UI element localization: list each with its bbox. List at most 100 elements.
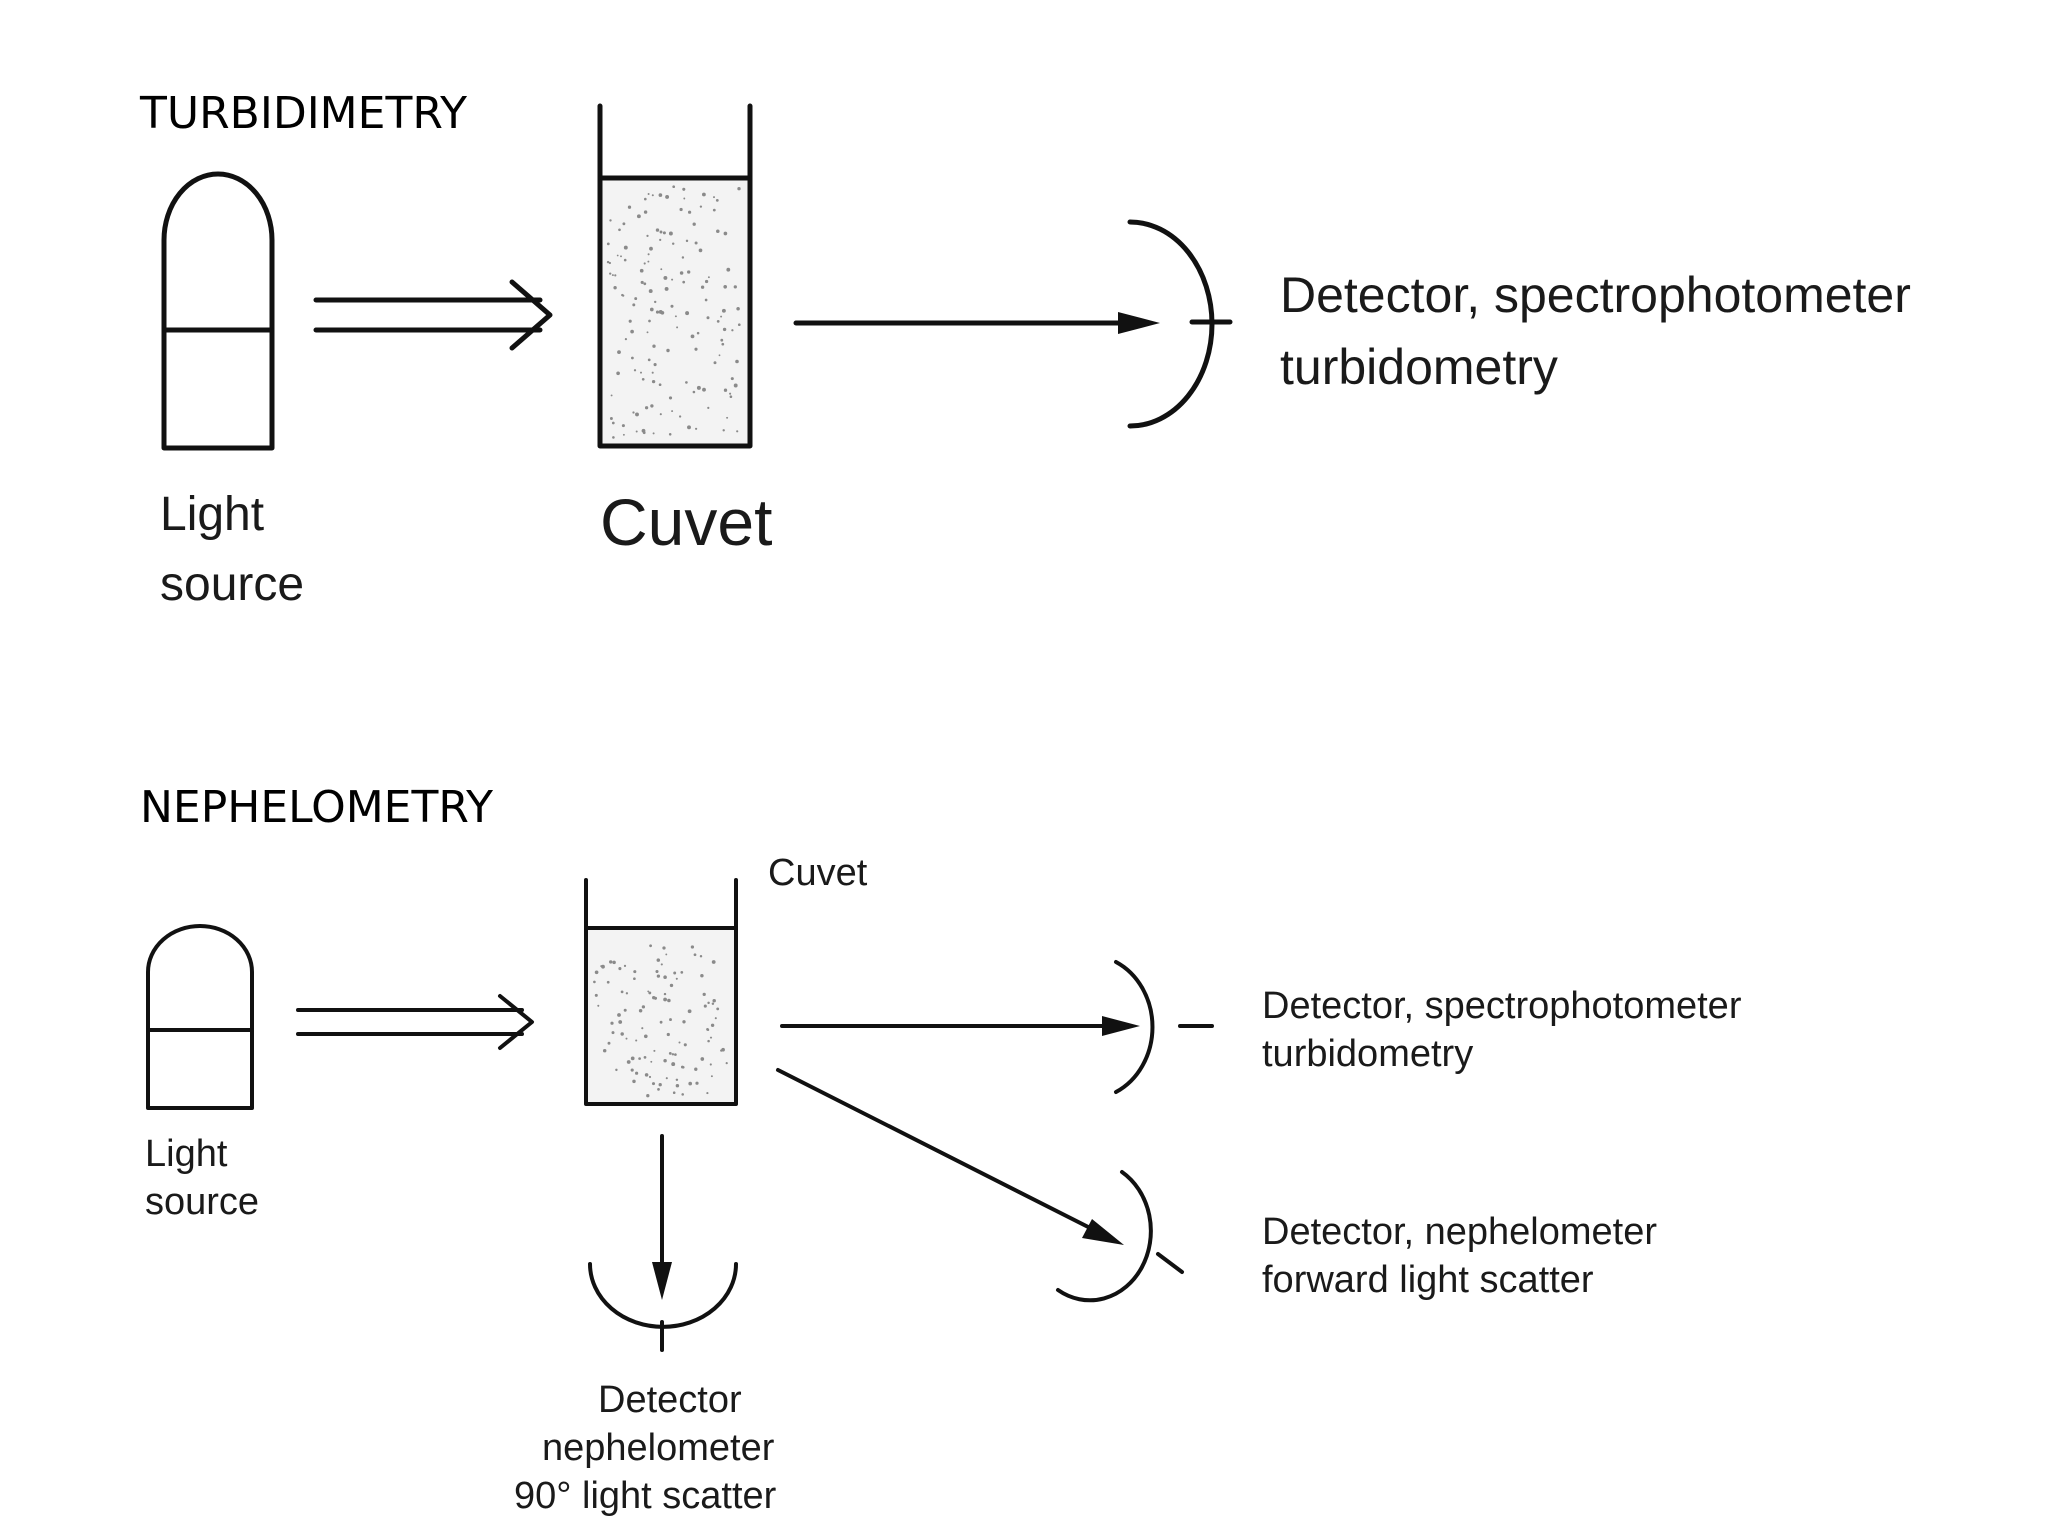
sample-particle	[687, 1009, 692, 1014]
sample-particle	[693, 953, 697, 957]
sample-particle	[600, 965, 603, 968]
sample-particle	[669, 1018, 672, 1022]
sample-particle	[613, 286, 617, 290]
sample-particle	[700, 973, 704, 978]
sample-particle	[664, 286, 669, 291]
sample-particle	[735, 359, 739, 364]
sample-particle	[731, 329, 734, 332]
sample-particle	[623, 245, 628, 250]
turbidimetry-light-source-label-line2: source	[160, 558, 304, 611]
sample-particle	[704, 298, 708, 302]
turbidimetry-incident-beam-arrow	[313, 279, 553, 351]
sample-particle	[706, 1092, 709, 1095]
sample-particle	[721, 308, 726, 313]
sample-particle	[635, 430, 638, 433]
sample-particle	[682, 280, 686, 284]
sample-particle	[690, 334, 695, 339]
sample-particle	[622, 222, 626, 226]
sample-particle	[623, 1008, 627, 1012]
sample-particle	[736, 307, 740, 311]
sample-particle	[725, 1062, 728, 1065]
sample-particle	[621, 424, 625, 428]
sample-particle	[594, 970, 599, 975]
sample-particle	[700, 285, 705, 289]
sample-particle	[720, 315, 723, 318]
sample-particle	[663, 992, 667, 996]
sample-particle	[711, 1002, 715, 1005]
sample-particle	[647, 193, 650, 195]
sample-particle	[632, 1079, 636, 1084]
sample-particle	[646, 234, 649, 238]
nephelometry-turbidimetry-detector-label-line2: turbidometry	[1262, 1033, 1473, 1075]
sample-particle	[630, 329, 634, 334]
sample-particle	[627, 205, 632, 209]
nephelometry-90-detector-label-line2: nephelometer	[542, 1427, 775, 1469]
turbidimetry-cuvet-label: Cuvet	[600, 485, 772, 559]
sample-particle	[682, 1020, 686, 1024]
sample-particle	[680, 971, 684, 974]
sample-particle	[618, 967, 622, 971]
sample-particle	[675, 1078, 679, 1082]
sample-particle	[694, 347, 698, 351]
sample-particle	[672, 185, 676, 189]
sample-particle	[649, 246, 653, 251]
sample-particle	[665, 953, 668, 956]
sample-particle	[644, 1073, 649, 1077]
sample-particle	[709, 1036, 713, 1039]
sample-particle	[635, 412, 639, 417]
turbidimetry-section: TURBIDIMETRY Light source Cuvet	[139, 88, 1911, 611]
sample-particle	[682, 187, 686, 191]
sample-particle	[720, 338, 724, 342]
nephelometry-light-source-label-line1: Light	[145, 1133, 228, 1175]
sample-particle	[660, 268, 663, 271]
sample-particle	[674, 1053, 677, 1056]
sample-particle	[659, 230, 663, 234]
sample-particle	[667, 998, 671, 1003]
sample-particle	[641, 1027, 644, 1030]
sample-particle	[663, 975, 667, 979]
sample-particle	[658, 193, 663, 197]
sample-particle	[681, 256, 685, 259]
sample-particle	[633, 369, 637, 372]
sample-particle	[706, 316, 710, 320]
sample-particle	[649, 944, 652, 948]
sample-particle	[688, 210, 692, 214]
sample-particle	[707, 1001, 710, 1005]
sample-particle	[659, 413, 662, 416]
sample-particle	[704, 279, 709, 284]
sample-particle	[702, 992, 706, 997]
turbidimetry-light-source	[161, 171, 275, 451]
sample-particle	[611, 1031, 615, 1035]
sample-particle	[647, 260, 650, 263]
sample-particle	[602, 1048, 607, 1053]
sample-particle	[685, 239, 689, 243]
sample-particle	[737, 187, 741, 191]
sample-particle	[707, 1039, 710, 1043]
sample-particle	[647, 358, 651, 362]
sample-particle	[657, 1088, 660, 1091]
sample-particle	[671, 1053, 675, 1056]
turbidimetry-title: TURBIDIMETRY	[139, 88, 467, 139]
sample-particle	[648, 991, 652, 995]
sample-particle	[640, 371, 642, 374]
sample-particle	[668, 1052, 672, 1055]
sample-particle	[625, 1037, 628, 1040]
sample-particle	[633, 970, 637, 974]
sample-particle	[730, 377, 734, 381]
nephelometry-incident-beam-arrow	[296, 994, 534, 1050]
sample-particle	[723, 388, 728, 392]
sample-particle	[723, 231, 728, 236]
sample-particle	[710, 1023, 715, 1027]
sample-particle	[623, 964, 627, 968]
turbidimetry-transmitted-beam-arrow	[793, 312, 1160, 334]
sample-particle	[638, 1008, 643, 1013]
sample-particle	[726, 267, 731, 272]
sample-particle	[729, 395, 733, 399]
sample-particle	[628, 319, 632, 323]
sample-particle	[671, 410, 674, 413]
sample-particle	[678, 415, 682, 418]
sample-particle	[597, 1004, 600, 1007]
sample-particle	[729, 392, 732, 395]
sample-particle	[718, 354, 721, 357]
sample-particle	[663, 275, 668, 280]
